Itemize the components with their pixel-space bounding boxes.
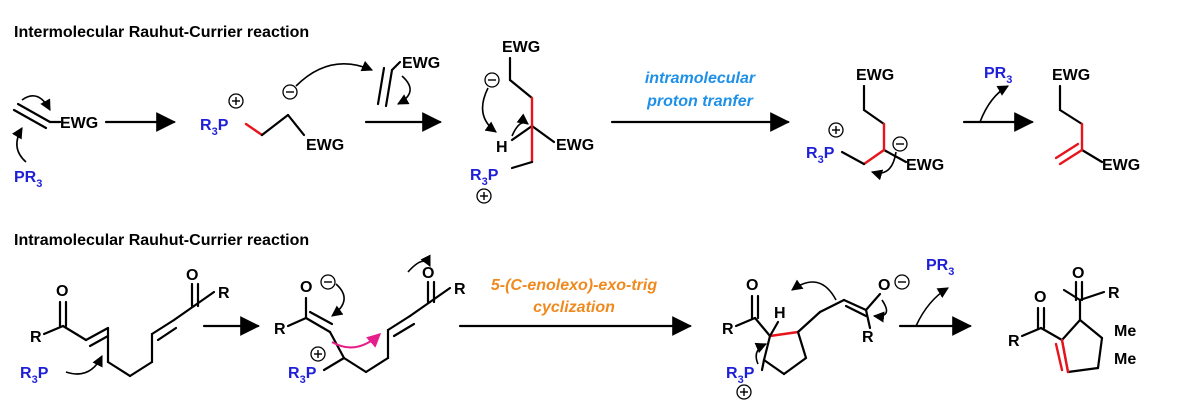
cyclized-intermediate: O R R O H R3P [722, 274, 910, 400]
enolate-r-2: R [454, 281, 466, 298]
enolate-o-2: O [422, 265, 434, 282]
cyclopentene-product: O R O R Me Me [1008, 265, 1136, 374]
acceptor-alkene: EWG [376, 55, 440, 108]
cyclized-h: H [774, 305, 786, 322]
product-me-1: Me [1114, 323, 1136, 340]
adduct-ewg-top: EWG [502, 39, 540, 56]
product-o-2: O [1072, 265, 1084, 282]
adduct-h-label: H [496, 139, 508, 156]
substrate-r-1: R [30, 329, 42, 346]
substrate-o-1: O [56, 283, 68, 300]
enolate-r-1: R [274, 321, 286, 338]
zwitterion-ewg-label: EWG [306, 137, 344, 154]
enolate-o-1: O [300, 279, 312, 296]
product-r-2: R [1108, 285, 1120, 302]
cyclization-electron-arrow [331, 333, 382, 349]
cyclized-o: O [746, 277, 758, 294]
zwitterion-intermediate: R3P EWG [200, 60, 374, 154]
ylide-ewg-right: EWG [906, 157, 944, 174]
phosphine-release-arrow-2 [915, 287, 949, 327]
released-phosphine-1: PR3 [984, 65, 1012, 86]
product-r-1: R [1008, 333, 1020, 350]
condition-cyclization-2: cyclization [533, 299, 615, 316]
product-me-2: Me [1114, 351, 1136, 368]
phosphine-label-2: R3P [20, 365, 49, 386]
cyclized-r-2: R [862, 329, 874, 346]
product-o-1: O [1034, 289, 1046, 306]
acceptor-ewg-label: EWG [402, 55, 440, 72]
phosphonium-label-3: R3P [806, 145, 835, 166]
phosphonium-label-4: R3P [288, 365, 317, 386]
substrate-o-2: O [186, 267, 198, 284]
phosphonium-label-2: R3P [470, 167, 499, 188]
dienolate-intermediate: O R R O R3P [274, 254, 466, 386]
ylide-intermediate: EWG EWG R3P [806, 67, 944, 181]
title-intramolecular: Intramolecular Rauhut-Currier reaction [14, 232, 309, 249]
phosphine-release-arrow-1 [979, 85, 1009, 123]
phosphonium-label-5: R3P [726, 365, 755, 386]
product-ewg-right: EWG [1102, 157, 1140, 174]
substrate-r-2: R [218, 285, 230, 302]
rc-product-1: EWG EWG [1052, 67, 1140, 174]
adduct-ewg-right: EWG [556, 137, 594, 154]
phosphonium-label-1: R3P [200, 117, 229, 138]
phosphine-label-1: PR3 [14, 169, 42, 190]
ylide-ewg-top: EWG [856, 67, 894, 84]
product-ewg-top: EWG [1052, 67, 1090, 84]
alkyne-substrate: EWG PR3 [12, 94, 98, 190]
condition-proton-transfer-2: proton tranfer [646, 93, 754, 110]
cyclized-r-1: R [722, 321, 734, 338]
alkyne-ewg-label: EWG [60, 115, 98, 132]
cyclized-o-2: O [878, 277, 890, 294]
released-phosphine-2: PR3 [926, 257, 954, 278]
adduct-enolate: EWG EWG H R3P [470, 39, 594, 204]
condition-cyclization-1: 5-(C-enolexo)-exo-trig [491, 277, 657, 294]
condition-proton-transfer-1: intramolecular [645, 70, 756, 87]
dienone-substrate: O R R O R3P [20, 267, 230, 386]
title-intermolecular: Intermolecular Rauhut-Currier reaction [14, 24, 309, 41]
